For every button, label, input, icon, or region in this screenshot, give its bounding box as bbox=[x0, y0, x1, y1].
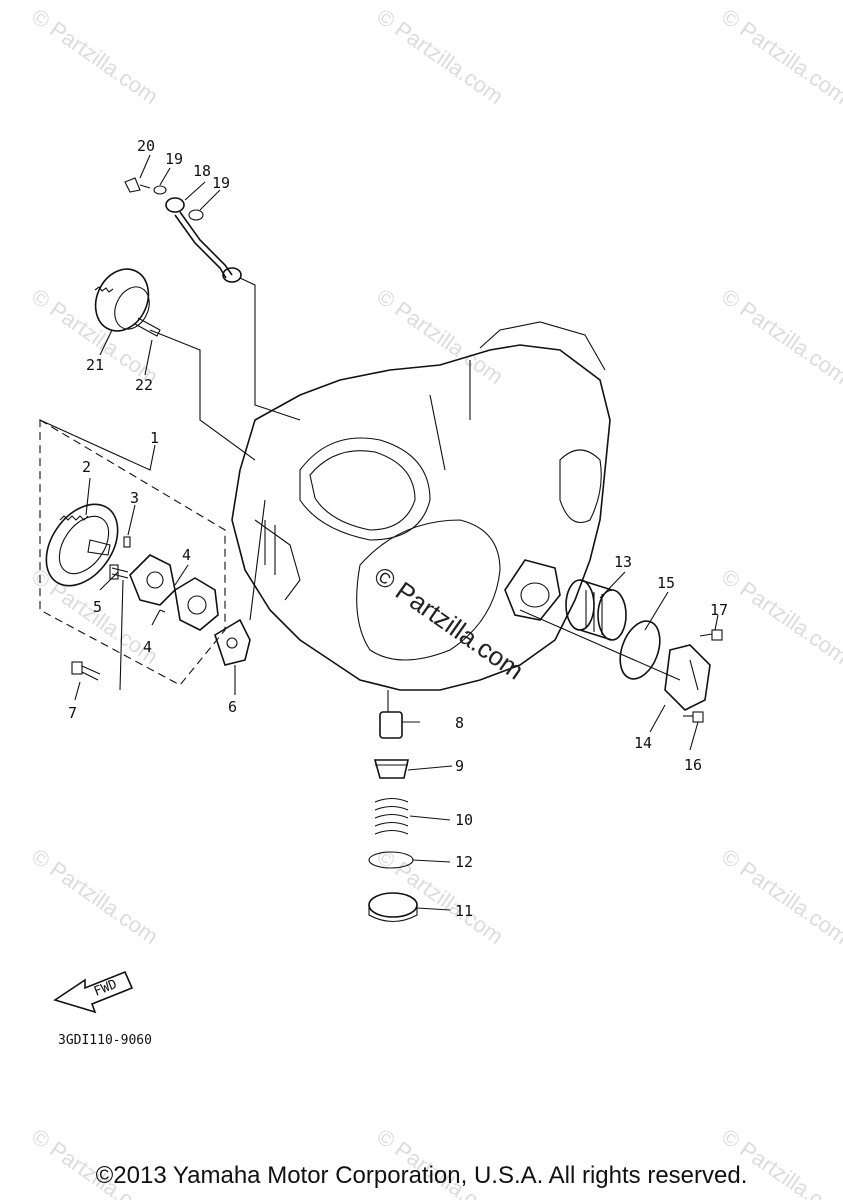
oil-pump-rotors bbox=[129, 554, 219, 631]
watermark: © Partzilla.com bbox=[372, 4, 508, 110]
callout-22: 22 bbox=[135, 376, 153, 394]
watermark: © Partzilla.com bbox=[717, 844, 843, 950]
callout-5: 5 bbox=[93, 598, 102, 616]
callout-17: 17 bbox=[710, 601, 728, 619]
watermark: © Partzilla.com bbox=[717, 4, 843, 110]
oil-pipe-assembly bbox=[124, 177, 242, 283]
callout-8: 8 bbox=[455, 714, 464, 732]
diagram-code: 3GDI110-9060 bbox=[58, 1033, 152, 1048]
gear-21 bbox=[94, 268, 161, 337]
callout-2: 2 bbox=[82, 458, 91, 476]
strainer-assembly bbox=[368, 711, 418, 923]
callout-7: 7 bbox=[68, 704, 77, 722]
callout-4: 4 bbox=[143, 638, 152, 656]
callout-3: 3 bbox=[130, 489, 139, 507]
bolt-7 bbox=[71, 661, 101, 681]
watermark: © Partzilla.com bbox=[27, 4, 163, 110]
watermark: © Partzilla.com bbox=[717, 284, 843, 390]
oil-pump-drive-gear bbox=[45, 503, 119, 587]
callout-15: 15 bbox=[657, 574, 675, 592]
callout-6: 6 bbox=[228, 698, 237, 716]
callout-16: 16 bbox=[684, 756, 702, 774]
leader-lines bbox=[39, 154, 719, 911]
callout-18: 18 bbox=[193, 162, 211, 180]
callout-20: 20 bbox=[137, 137, 155, 155]
dowel-pin bbox=[123, 536, 131, 548]
fwd-arrow-icon: FWD bbox=[53, 970, 134, 1014]
callout-13: 13 bbox=[614, 553, 632, 571]
watermark: © Partzilla.com bbox=[372, 844, 508, 950]
callout-11: 11 bbox=[455, 902, 473, 920]
callout-14: 14 bbox=[634, 734, 652, 752]
callout-9: 9 bbox=[455, 757, 464, 775]
copyright-notice: ©2013 Yamaha Motor Corporation, U.S.A. A… bbox=[95, 1162, 748, 1189]
gasket-6 bbox=[214, 618, 251, 666]
crankcase bbox=[231, 321, 611, 691]
callout-12: 12 bbox=[455, 853, 473, 871]
callout-21: 21 bbox=[86, 356, 104, 374]
callout-19: 19 bbox=[212, 174, 230, 192]
callout-10: 10 bbox=[455, 811, 473, 829]
watermark: © Partzilla.com bbox=[27, 844, 163, 950]
callout-19: 19 bbox=[165, 150, 183, 168]
oil-filter-assembly bbox=[504, 559, 723, 723]
center-watermark: © Partzilla.com bbox=[369, 560, 530, 685]
watermark: © Partzilla.com bbox=[372, 284, 508, 390]
watermark: © Partzilla.com bbox=[717, 564, 843, 670]
oil-pump-assembly-box bbox=[39, 419, 226, 686]
callout-labels: 1 2 3 4 4 5 6 7 8 9 10 11 12 13 14 15 16… bbox=[68, 137, 728, 920]
fwd-label: FWD bbox=[92, 977, 120, 1000]
callout-1: 1 bbox=[150, 429, 159, 447]
callout-4: 4 bbox=[182, 546, 191, 564]
